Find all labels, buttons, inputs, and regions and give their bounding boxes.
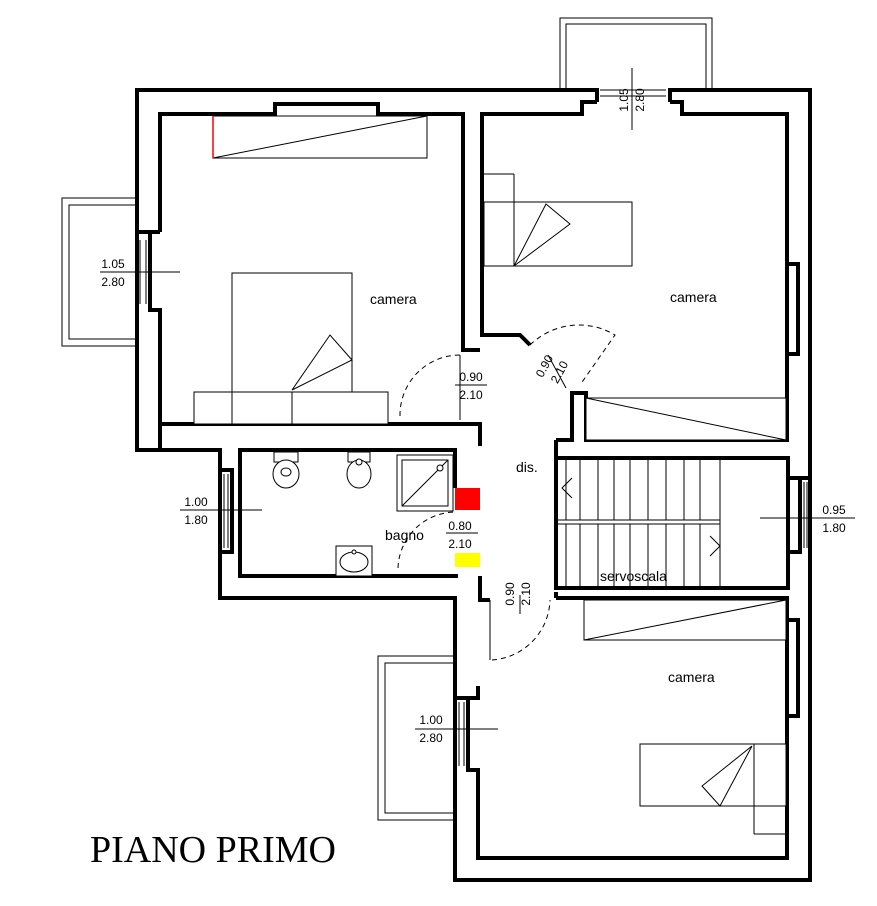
stairs	[556, 458, 721, 588]
dim-height-door-bathroom: 2.10	[448, 537, 472, 551]
room-label-servoscala: servoscala	[600, 568, 667, 584]
room-label-camera-bottom: camera	[668, 669, 715, 685]
wardrobe-bottom-room	[583, 599, 787, 641]
double-bed	[193, 272, 389, 425]
dim-width-door-bottom-bedroom: 0.90	[503, 582, 517, 606]
wardrobe-left-room	[212, 115, 428, 159]
door-swings	[397, 324, 616, 661]
dim-height-stair-window: 1.80	[822, 521, 846, 535]
single-bed-top-right	[483, 173, 633, 267]
balcony-top	[559, 17, 713, 88]
balcony-left	[61, 197, 138, 347]
dim-height-top-window: 2.80	[633, 88, 647, 112]
toilet	[272, 451, 300, 489]
room-label-bagno: bagno	[385, 527, 424, 543]
dim-height-door-bottom-bedroom: 2.10	[519, 582, 533, 606]
wardrobe-top-right	[585, 397, 787, 441]
dim-width-stair-window: 0.95	[822, 503, 846, 517]
room-label-camera-top-right: camera	[670, 289, 717, 305]
plan-title: PIANO PRIMO	[90, 829, 336, 871]
sink	[335, 545, 373, 577]
dim-width-door-bathroom: 0.80	[448, 519, 472, 533]
room-label-camera-left: camera	[370, 291, 417, 307]
dim-height-bottom-window: 2.80	[419, 731, 443, 745]
dimension-leaders	[100, 68, 855, 730]
dim-width-bottom-window: 1.00	[419, 713, 443, 727]
dim-width-top-window: 1.05	[617, 88, 631, 112]
single-bed-bottom-room	[639, 743, 787, 835]
shower	[396, 454, 454, 512]
dim-width-door-left-bedroom: 0.90	[459, 370, 483, 384]
dim-height-left-window: 2.80	[101, 275, 125, 289]
dim-width-bathroom-window: 1.00	[184, 495, 208, 509]
bidet	[346, 451, 372, 489]
red-marker	[455, 488, 480, 510]
dim-height-door-left-bedroom: 2.10	[459, 388, 483, 402]
yellow-marker	[455, 553, 480, 567]
balcony-bottom-left	[377, 655, 456, 821]
dim-width-left-window: 1.05	[101, 257, 125, 271]
dim-height-bathroom-window: 1.80	[184, 513, 208, 527]
room-label-dis: dis.	[516, 459, 538, 475]
